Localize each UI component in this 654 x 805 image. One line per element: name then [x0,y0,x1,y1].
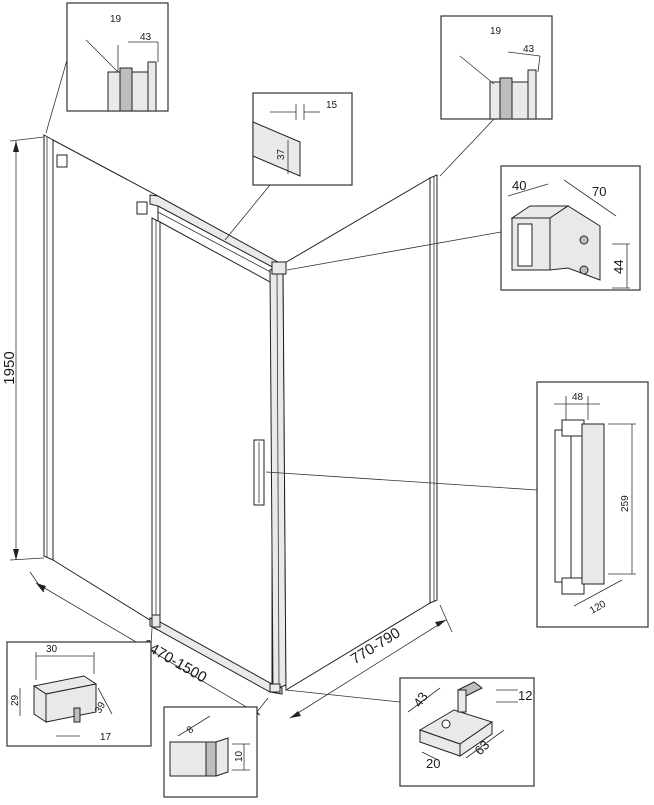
detail-bottom-stop: 43 12 20 63 [285,677,535,787]
dimension-height: 1950 [1,136,45,561]
bottom-stop-dim-c: 20 [426,756,440,771]
top-left-dim-2: 43 [140,32,152,43]
clamp-top-middle [136,201,148,215]
top-bar-height: 37 [276,148,287,160]
detail-top-bar: 15 37 [224,92,353,241]
bracket-dim-c: 44 [611,260,626,274]
bottom-stop-left [151,614,161,628]
left-block-dim-d: 17 [100,732,112,743]
top-right-dim-2: 43 [523,44,535,55]
detail-profile-top-right: 19 43 [439,15,553,177]
left-block-dim-b: 29 [10,694,21,706]
bottom-profile-dim-b: 10 [234,750,245,762]
detail-handle: 48 259 120 [265,381,649,628]
bottom-profile-dim-a: 8 [185,724,197,736]
bottom-stop-dim-b: 12 [518,688,532,703]
handle-dim-h: 259 [620,495,631,512]
enclosure-main [43,134,438,695]
detail-left-block: 30 29 39 17 [6,627,153,747]
bracket-dim-a: 40 [512,178,526,193]
handle-dim-w: 48 [572,392,584,403]
detail-bottom-profile: 8 10 [163,697,269,798]
side-fixed-glass [282,177,431,691]
left-block-dim-c: 39 [93,700,108,716]
left-block-dim-a: 30 [46,644,58,655]
height-label: 1950 [1,351,18,384]
corner-bracket [271,261,287,275]
detail-corner-bracket: 40 70 44 [286,165,641,291]
right-wall-profile [429,174,438,604]
top-bar-width: 15 [326,100,338,111]
clamp-top-left [56,154,68,168]
bracket-dim-b: 70 [592,184,606,199]
left-wall-profile [43,134,54,561]
detail-profile-top-left: 19 43 [45,2,169,134]
bottom-stop-right [269,683,281,693]
top-left-dim-1: 19 [110,14,122,25]
top-right-dim-1: 19 [490,26,502,37]
bottom-stop-dim-a: 43 [410,689,431,709]
